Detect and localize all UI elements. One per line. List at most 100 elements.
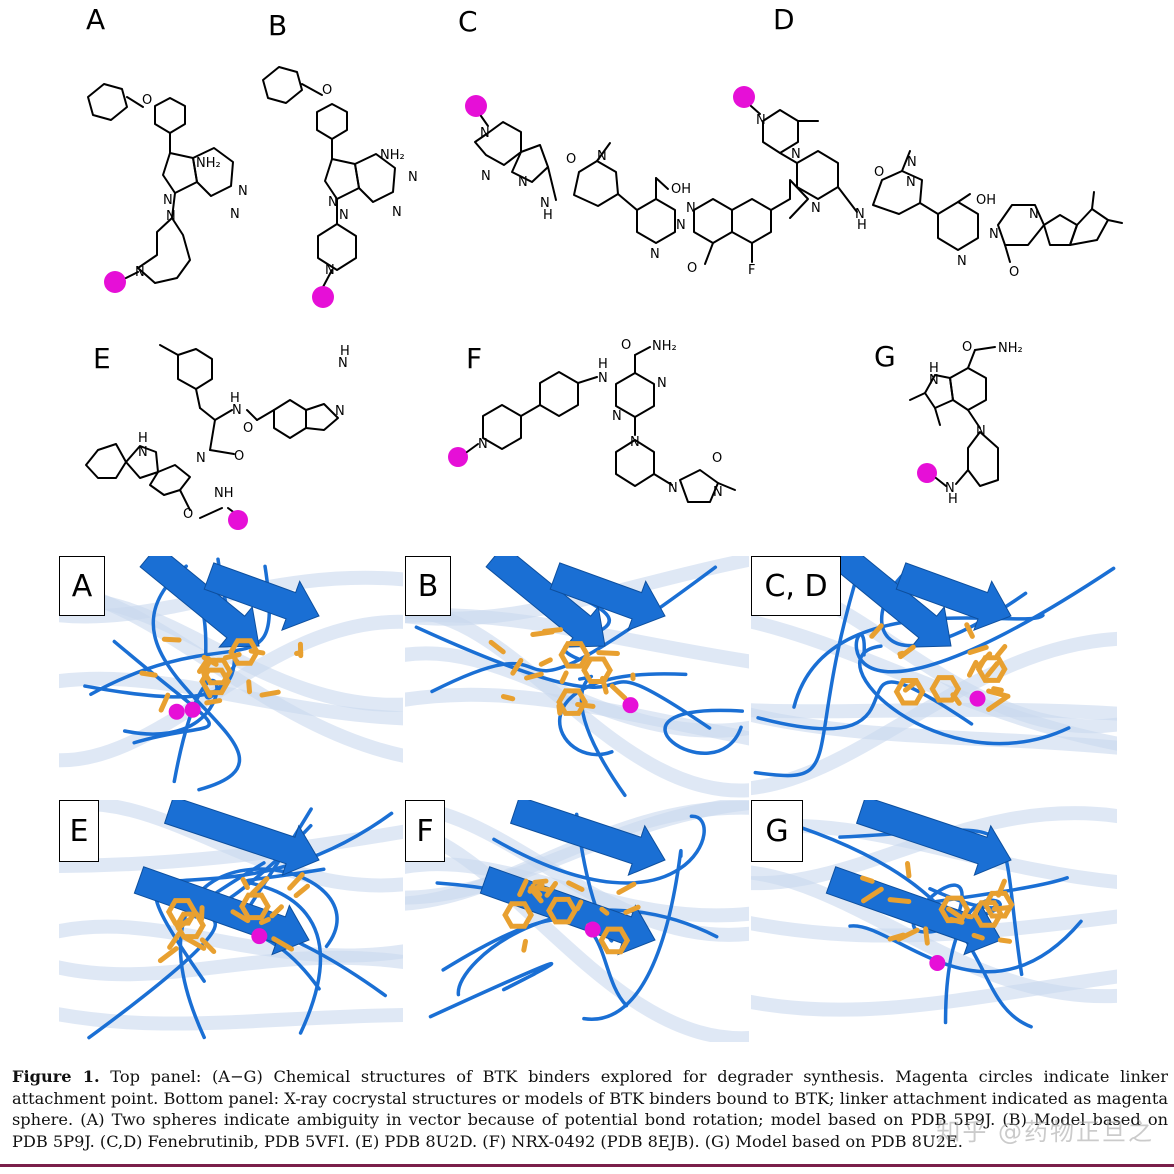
atom-b-n2: N (392, 205, 402, 220)
ligand-stick (139, 670, 158, 678)
ribbon-scene-e (59, 800, 403, 1040)
linker-attachment-marker-e (228, 510, 248, 530)
ligand-ring (228, 638, 260, 666)
atom-d-n3: N (811, 201, 821, 216)
protein-loop (756, 680, 974, 731)
watermark: 知乎 @药物正旦之 (936, 1118, 1154, 1146)
background-ribbon (59, 950, 403, 982)
ligand-stick (230, 909, 251, 924)
ligand-stick (971, 932, 985, 941)
atom-g-nh2: NH₂ (998, 341, 1023, 356)
render-label-e: E (59, 800, 99, 862)
magenta-sphere (929, 955, 946, 972)
atom-d-n1: N (756, 113, 766, 128)
atom-e-n1: N (138, 445, 148, 460)
structure-label-d: D (773, 3, 795, 36)
atom-g-n2: N (976, 424, 986, 439)
beta-strand-arrow (509, 800, 666, 877)
ligand-stick (991, 686, 1004, 693)
ligand-stick (904, 861, 912, 879)
background-ribbon (405, 605, 749, 798)
ligand-stick (240, 876, 250, 891)
ligand-stick (609, 683, 628, 701)
ligand-stick (538, 885, 553, 893)
atom-c-n1: N (480, 126, 490, 141)
ligand-ring (239, 892, 271, 921)
atom-a-n2: N (230, 207, 240, 222)
atom-e-o3: O (183, 507, 193, 522)
atom-c-n6: N (686, 201, 696, 216)
magenta-sphere (622, 697, 639, 714)
atom-c-n2: N (481, 169, 491, 184)
ligand-stick (860, 875, 875, 884)
background-ribbon (751, 707, 1117, 755)
atom-f-o1: O (621, 338, 631, 353)
background-ribbon (751, 969, 1117, 1017)
ligand-stick (269, 904, 284, 919)
protein-render-cd: C, D (751, 556, 1117, 798)
protein-render-g: G (751, 800, 1117, 1042)
ligand-stick (997, 937, 1013, 944)
atom-e-o2: O (243, 421, 253, 436)
ligand-ring (598, 926, 631, 955)
ligand-stick (566, 880, 585, 892)
atom-b-o: O (322, 83, 332, 98)
atom-a-n4: N (166, 209, 176, 224)
atom-c-n3: N (518, 175, 528, 190)
ligand-stick (923, 926, 930, 946)
atom-c-n5: N (540, 196, 550, 211)
figure-label: Figure 1. (12, 1067, 100, 1086)
ligand-ring (199, 667, 231, 696)
structure-label-e: E (93, 342, 111, 375)
atom-f-o2: O (712, 451, 722, 466)
background-ribbon (405, 857, 749, 923)
ligand-ring (581, 656, 613, 685)
atom-d-o2: O (1009, 265, 1019, 280)
ligand-ring (556, 688, 588, 716)
atom-a-n5: N (135, 265, 145, 280)
figure-caption: Figure 1. Top panel: (A−G) Chemical stru… (12, 1066, 1168, 1152)
beta-strand-arrow (139, 556, 260, 648)
protein-loop (854, 566, 1116, 674)
ligand-stick (599, 906, 610, 916)
atom-f-n5: N (630, 435, 640, 450)
magenta-sphere (184, 701, 201, 718)
ligand-stick (249, 876, 270, 896)
ligand-stick (869, 623, 884, 639)
atom-f-n6: N (668, 481, 678, 496)
ribbon-scene-g (751, 800, 1117, 1029)
ligand-stick (161, 636, 182, 643)
atom-d-n9: N (957, 254, 967, 269)
atom-b-n4: N (339, 208, 349, 223)
atom-a-n3: N (163, 193, 173, 208)
ligand-stick (967, 644, 989, 656)
linker-attachment-marker-c (465, 95, 487, 117)
atom-a-n1: N (238, 184, 248, 199)
atom-f-n7: N (713, 485, 723, 500)
linker-attachment-marker-g (917, 463, 937, 483)
render-label-a: A (59, 556, 105, 616)
ligand-stick (157, 946, 179, 964)
ligand-stick (158, 692, 171, 713)
protein-loop (848, 919, 1083, 974)
ligand-stick (527, 882, 545, 894)
atom-e-n5: N (338, 356, 348, 371)
ligand-stick (510, 657, 524, 676)
background-ribbon (751, 702, 1117, 721)
beta-strand-arrow (203, 562, 320, 632)
atom-b-n3: N (328, 195, 338, 210)
protein-loop (663, 708, 745, 755)
atom-f-h: H (598, 357, 608, 372)
protein-render-f: F (405, 800, 749, 1042)
protein-loop (83, 557, 237, 699)
ligand-stick (293, 883, 311, 899)
protein-loop (858, 644, 1071, 746)
ligand-stick (530, 629, 555, 638)
atom-d-oh: OH (976, 193, 996, 208)
magenta-sphere (168, 703, 185, 720)
atom-f-nh2: NH₂ (652, 339, 677, 354)
atom-e-h1: H (138, 431, 148, 446)
ligand-stick (946, 906, 962, 919)
background-ribbon (59, 824, 403, 874)
ligand-ring (971, 900, 1004, 928)
